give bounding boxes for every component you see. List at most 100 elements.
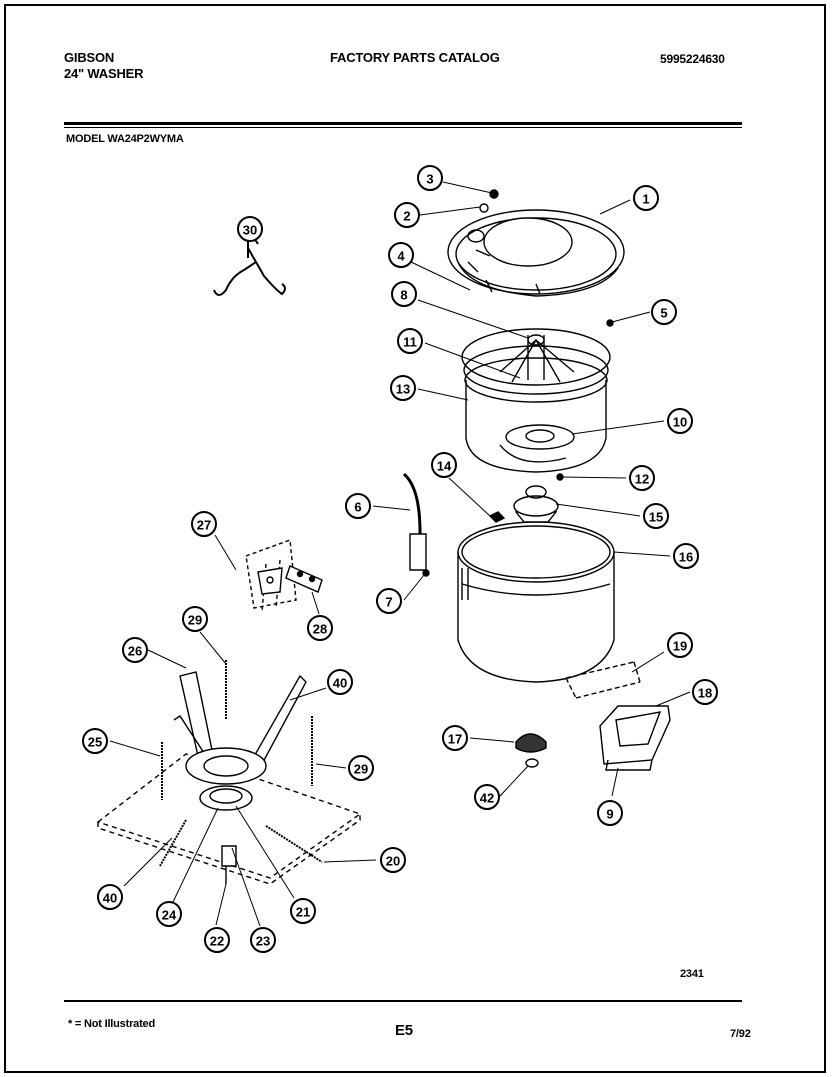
callout-16: 16 [673, 543, 699, 569]
footer-rule [64, 1000, 742, 1002]
callout-label: 7 [385, 595, 392, 610]
callout-circle [122, 637, 148, 663]
callout-circle [290, 898, 316, 924]
callout-14: 14 [431, 452, 457, 478]
callout-label: 2 [403, 209, 410, 224]
callout-label: 18 [698, 686, 712, 701]
callout-label: 8 [400, 288, 407, 303]
callout-5: 5 [651, 299, 677, 325]
callout-2: 2 [394, 202, 420, 228]
callout-circle [82, 728, 108, 754]
callout-circle [376, 588, 402, 614]
callout-28: 28 [307, 615, 333, 641]
callout-label: 28 [313, 622, 327, 637]
callout-label: 13 [396, 382, 410, 397]
callout-circle [97, 884, 123, 910]
callout-circle [667, 408, 693, 434]
callout-label: 22 [210, 934, 224, 949]
callout-25: 25 [82, 728, 108, 754]
callout-15: 15 [643, 503, 669, 529]
callout-label: 11 [403, 335, 417, 350]
callout-circle [348, 755, 374, 781]
callout-4: 4 [388, 242, 414, 268]
callout-6: 6 [345, 493, 371, 519]
callout-circle [156, 901, 182, 927]
callout-label: 30 [243, 223, 257, 238]
callout-circle [237, 216, 263, 242]
callout-circle [431, 452, 457, 478]
callout-circle [629, 465, 655, 491]
callout-20: 20 [380, 847, 406, 873]
callout-26: 26 [122, 637, 148, 663]
callout-label: 23 [256, 934, 270, 949]
callout-8: 8 [391, 281, 417, 307]
page-frame [4, 4, 826, 1073]
callout-circle [651, 299, 677, 325]
tub-cover-drawing [447, 209, 625, 297]
callout-label: 21 [296, 905, 310, 920]
callout-circle [442, 725, 468, 751]
callout-label: 40 [333, 676, 347, 691]
brand-block: GIBSON 24" WASHER [64, 50, 143, 82]
callout-layer: 1234581113101412615167302728292640252919… [82, 165, 718, 953]
callout-24: 24 [156, 901, 182, 927]
callout-label: 20 [386, 854, 400, 869]
spin-basket-drawing [461, 328, 611, 473]
callout-11: 11 [397, 328, 423, 354]
callout-label: 29 [354, 762, 368, 777]
catalog-title: FACTORY PARTS CATALOG [330, 50, 500, 65]
callout-label: 42 [480, 791, 494, 806]
suspension-base-drawing [96, 660, 362, 885]
callout-label: 16 [679, 550, 693, 565]
callout-circle [597, 800, 623, 826]
callout-label: 3 [426, 172, 433, 187]
callout-label: 40 [103, 891, 117, 906]
callout-circle [191, 511, 217, 537]
callout-circle [391, 281, 417, 307]
callout-label: 15 [649, 510, 663, 525]
callout-30: 30 [237, 216, 263, 242]
callout-17: 17 [442, 725, 468, 751]
callout-3: 3 [417, 165, 443, 191]
callout-10: 10 [667, 408, 693, 434]
callout-label: 29 [188, 613, 202, 628]
callout-label: 10 [673, 415, 687, 430]
callout-circle [474, 784, 500, 810]
callout-9: 9 [597, 800, 623, 826]
callout-circle [673, 543, 699, 569]
callout-circle [633, 185, 659, 211]
callout-label: 19 [673, 639, 687, 654]
catalog-number: 5995224630 [660, 52, 725, 66]
callout-circle [667, 632, 693, 658]
callout-circle [250, 927, 276, 953]
callout-label: 14 [437, 459, 452, 474]
callout-circle [692, 679, 718, 705]
callout-23: 23 [250, 927, 276, 953]
callout-12: 12 [629, 465, 655, 491]
callout-13: 13 [390, 375, 416, 401]
callout-label: 27 [197, 518, 211, 533]
callout-label: 17 [448, 732, 462, 747]
callout-circle [394, 202, 420, 228]
callout-21: 21 [290, 898, 316, 924]
page-code: E5 [395, 1022, 413, 1039]
motor-mount-drawing [599, 705, 671, 771]
diagram-number: 2341 [680, 968, 704, 980]
model-number: MODEL WA24P2WYMA [66, 133, 184, 145]
callout-label: 9 [606, 807, 613, 822]
product-name: 24" WASHER [64, 66, 144, 81]
callout-18: 18 [692, 679, 718, 705]
callout-circle [327, 669, 353, 695]
header-rule-thin [64, 127, 742, 128]
callout-circle [204, 927, 230, 953]
callout-label: 6 [354, 500, 361, 515]
outer-tub-drawing [457, 485, 615, 683]
callout-circle [307, 615, 333, 641]
callout-19: 19 [667, 632, 693, 658]
callout-label: 25 [88, 735, 102, 750]
callout-circle [643, 503, 669, 529]
callout-circle [345, 493, 371, 519]
callout-29b: 29 [348, 755, 374, 781]
revision-date: 7/92 [730, 1028, 751, 1040]
